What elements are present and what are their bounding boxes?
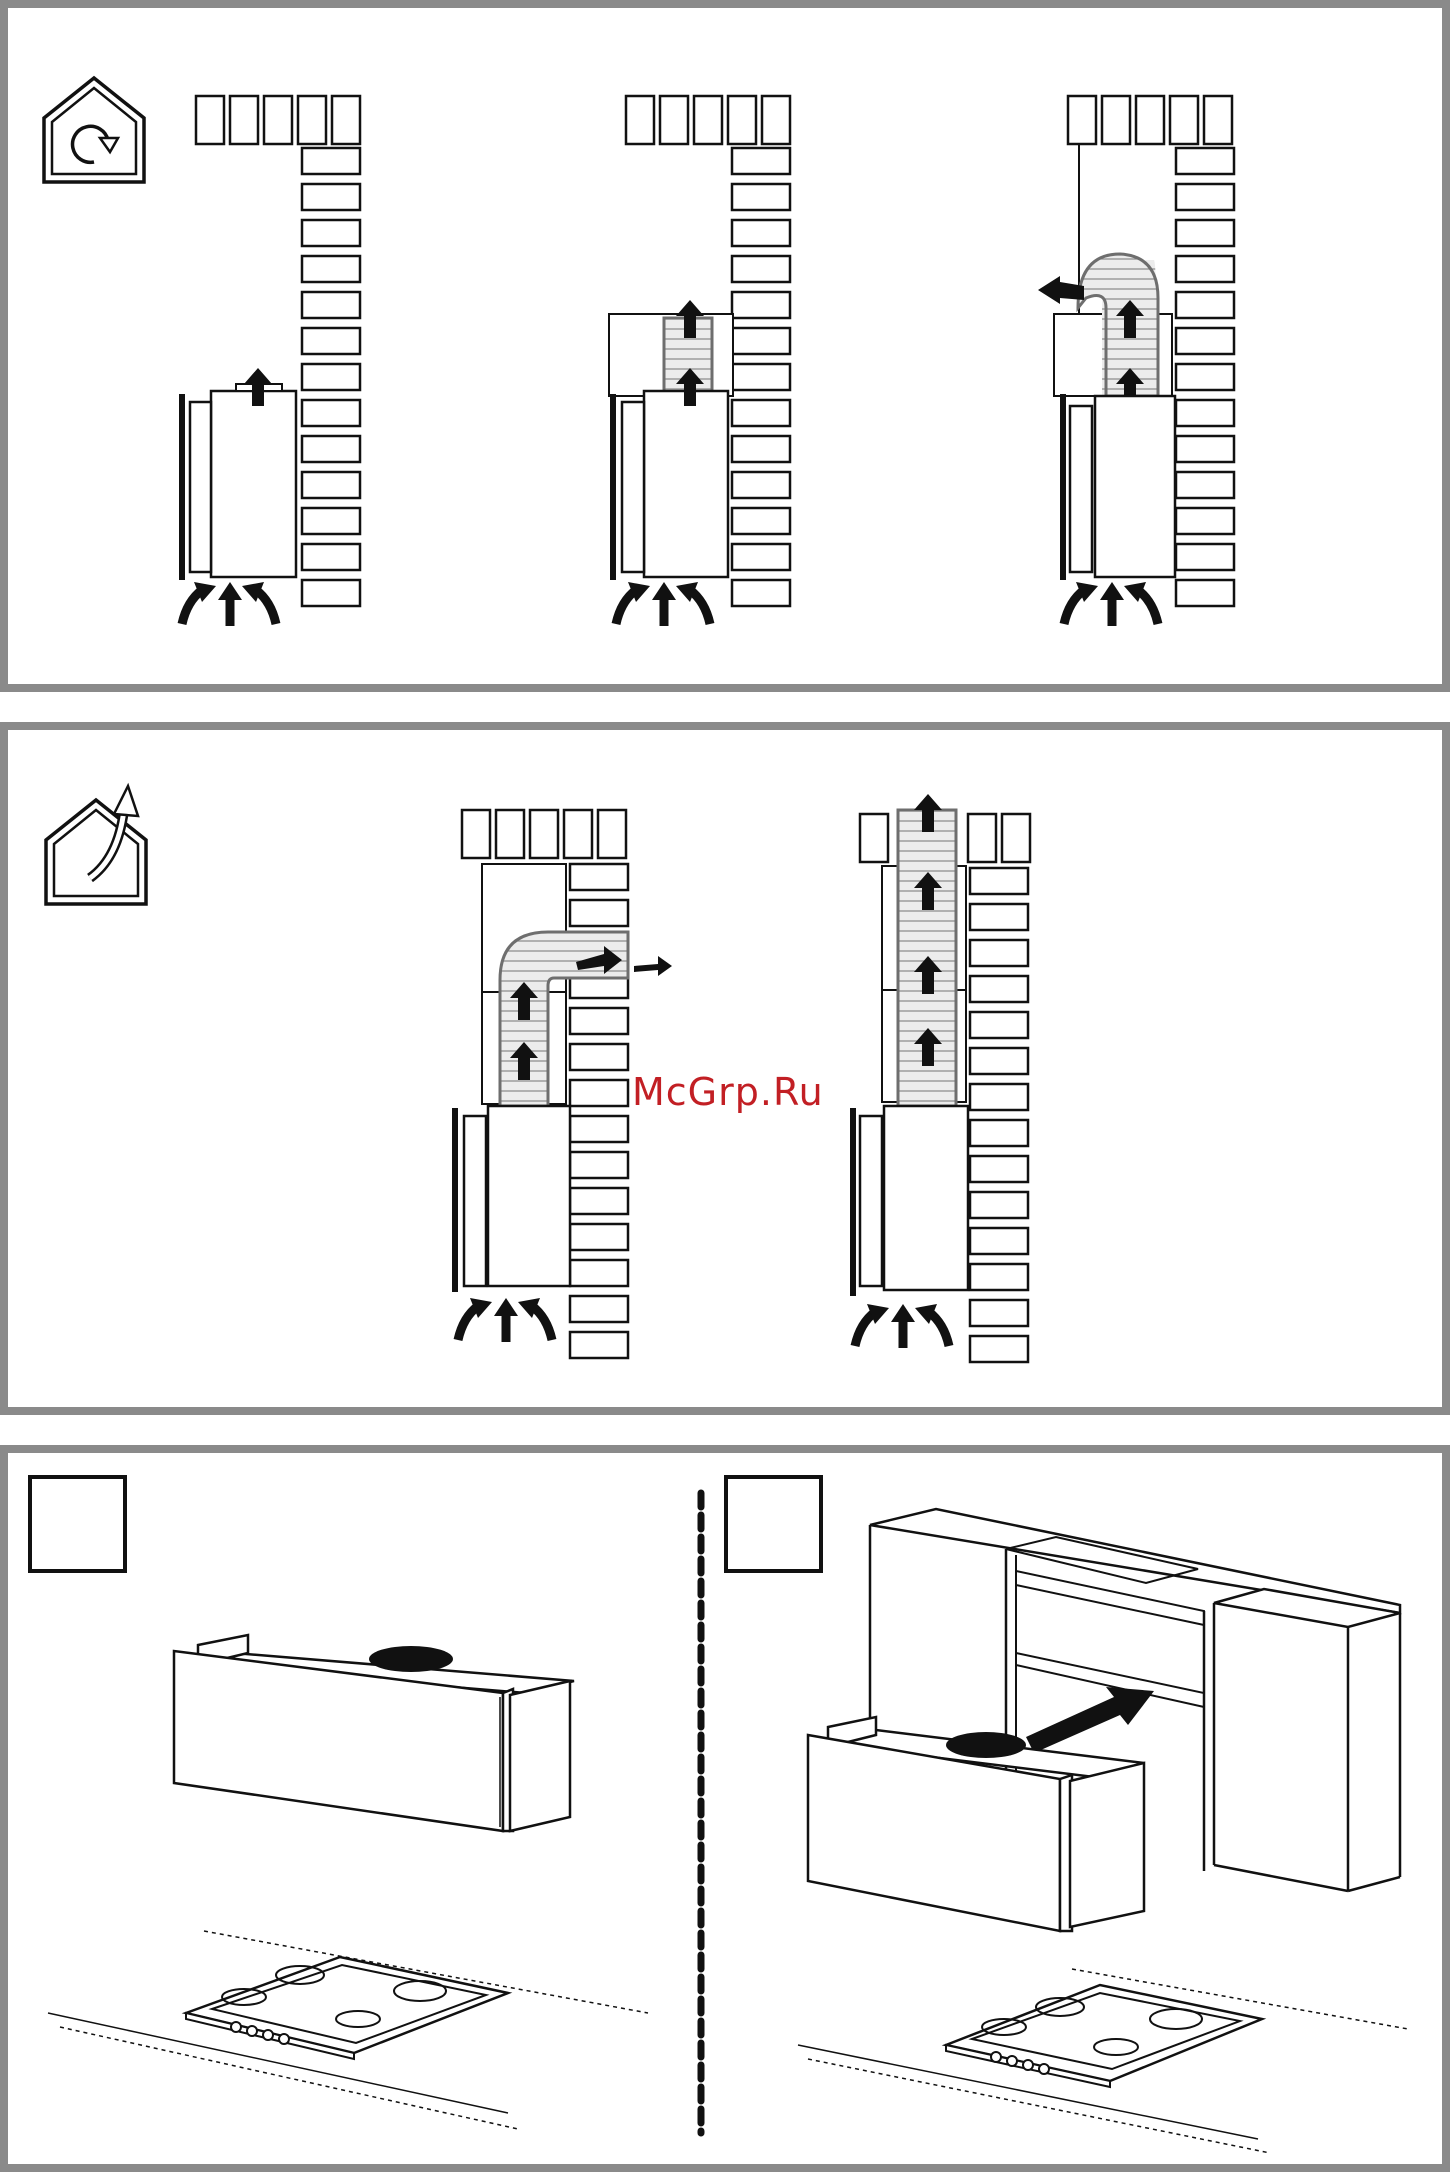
recirculation-config-a bbox=[179, 96, 360, 626]
extraction-panel: McGrp.Ru bbox=[0, 722, 1450, 1415]
airflow-arrows bbox=[855, 1304, 949, 1348]
airflow-arrows bbox=[1064, 582, 1158, 626]
hood-body bbox=[1060, 394, 1175, 580]
watermark: McGrp.Ru bbox=[632, 1070, 824, 1114]
wall-cap-bricks bbox=[1068, 96, 1232, 144]
hood-body bbox=[850, 1106, 968, 1296]
brick-wall bbox=[970, 868, 1028, 1362]
recirculation-config-b bbox=[609, 96, 790, 626]
extraction-config-b bbox=[850, 794, 1030, 1362]
recirculation-config-c bbox=[1038, 96, 1234, 626]
airflow-arrows bbox=[458, 1298, 552, 1342]
brick-wall bbox=[732, 148, 790, 606]
recirculation-panel bbox=[0, 0, 1450, 692]
hood-body bbox=[452, 1106, 570, 1292]
straight-duct bbox=[898, 794, 956, 1106]
duct-cover bbox=[609, 314, 733, 396]
recirculation-diagram bbox=[8, 8, 1442, 684]
wall-cap-bricks bbox=[626, 96, 790, 144]
house-recirculation-icon bbox=[44, 78, 144, 182]
installation-diagram bbox=[8, 1453, 1442, 2164]
hood-standalone bbox=[48, 1635, 648, 2129]
brick-wall bbox=[302, 148, 360, 606]
hood-in-cabinets bbox=[798, 1509, 1408, 2153]
cooktop bbox=[946, 1985, 1262, 2087]
hood-body bbox=[179, 368, 296, 580]
airflow-arrows bbox=[616, 582, 710, 626]
brick-wall bbox=[1176, 148, 1234, 606]
installation-panel bbox=[0, 1445, 1450, 2172]
airflow-arrows bbox=[182, 582, 276, 626]
wall-cap-bricks bbox=[462, 810, 626, 858]
cooktop bbox=[186, 1957, 508, 2059]
extraction-diagram bbox=[8, 730, 1442, 1407]
house-extraction-icon bbox=[46, 786, 146, 904]
wall-cap-bricks bbox=[196, 96, 360, 144]
